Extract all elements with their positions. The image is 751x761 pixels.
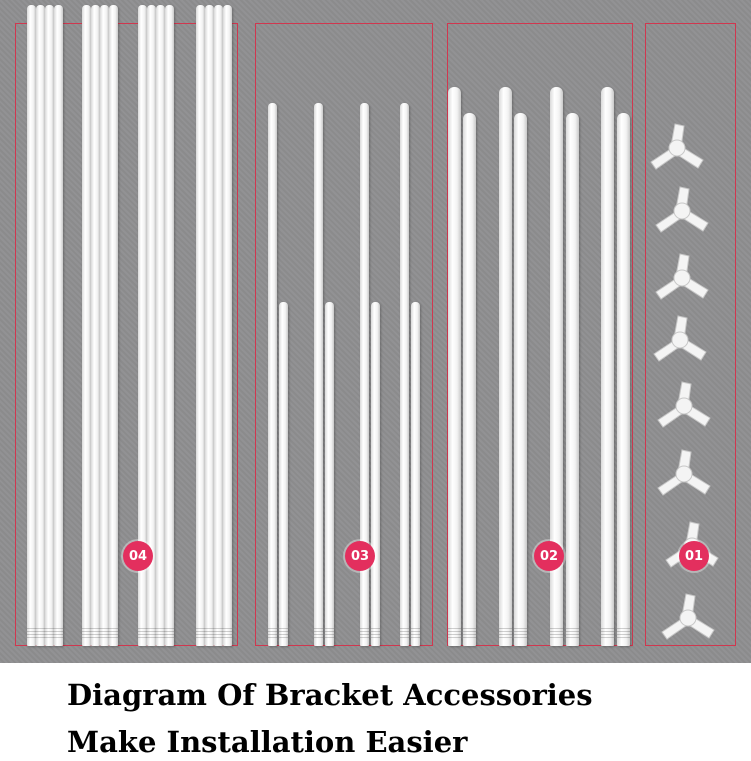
- long-rod: [205, 5, 214, 646]
- long-rod: [82, 5, 91, 646]
- group-03-frame: [255, 23, 433, 646]
- three-way-connector: [661, 593, 715, 640]
- long-rod: [91, 5, 100, 646]
- caption-line-1: Diagram Of Bracket Accessories: [67, 678, 593, 712]
- long-rod: [36, 5, 45, 646]
- three-way-connector: [650, 123, 704, 170]
- product-photo: 04 03 02 01: [0, 0, 751, 663]
- long-rod: [45, 5, 54, 646]
- three-way-connector: [653, 315, 707, 362]
- long-rod: [165, 5, 174, 646]
- short-rod: [371, 302, 380, 646]
- short-rod: [411, 302, 420, 646]
- long-rod: [223, 5, 232, 646]
- long-rod: [138, 5, 147, 646]
- group-01-frame: [645, 23, 736, 646]
- badge-02: 02: [534, 541, 564, 571]
- long-rod: [54, 5, 63, 646]
- long-rod: [196, 5, 205, 646]
- thick-rod: [550, 87, 563, 646]
- group-04-frame: [15, 23, 238, 646]
- long-rod: [156, 5, 165, 646]
- badge-01: 01: [679, 541, 709, 571]
- group-02-frame: [447, 23, 633, 646]
- badge-04: 04: [123, 541, 153, 571]
- thick-rod: [499, 87, 512, 646]
- short-rod: [314, 103, 323, 646]
- long-rod: [109, 5, 118, 646]
- caption-line-2: Make Installation Easier: [67, 725, 468, 759]
- three-way-connector: [655, 253, 709, 300]
- three-way-connector: [655, 186, 709, 233]
- long-rod: [27, 5, 36, 646]
- short-rod: [268, 103, 277, 646]
- badge-03: 03: [345, 541, 375, 571]
- thick-rod: [601, 87, 614, 646]
- long-rod: [147, 5, 156, 646]
- short-rod: [279, 302, 288, 646]
- thick-rod: [617, 113, 630, 646]
- long-rod: [214, 5, 223, 646]
- three-way-connector: [657, 381, 711, 428]
- thick-rod: [448, 87, 461, 646]
- short-rod: [325, 302, 334, 646]
- long-rod: [100, 5, 109, 646]
- thick-rod: [566, 113, 579, 646]
- short-rod: [400, 103, 409, 646]
- thick-rod: [514, 113, 527, 646]
- short-rod: [360, 103, 369, 646]
- three-way-connector: [657, 449, 711, 496]
- thick-rod: [463, 113, 476, 646]
